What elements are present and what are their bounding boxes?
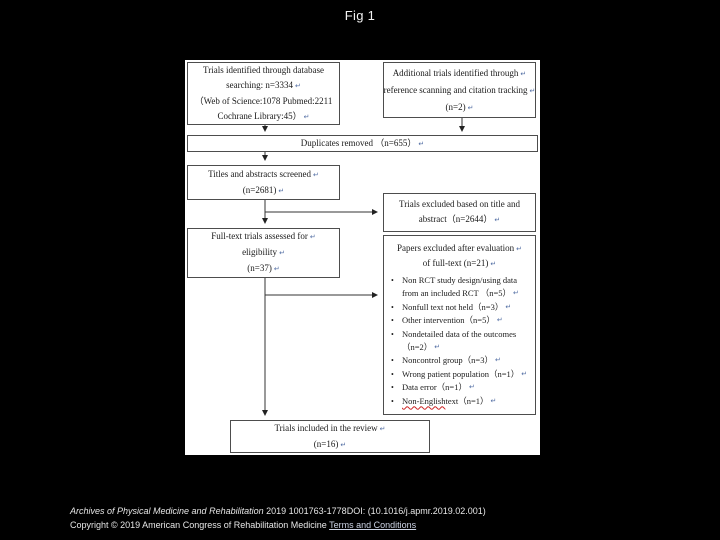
box-line: (n=16)↵: [313, 438, 347, 449]
copyright-line: Copyright © 2019 American Congress of Re…: [70, 520, 416, 530]
list-item-non-english: •Non-English text（n=1）↵: [384, 395, 535, 408]
box-line: (n=37)↵: [247, 263, 280, 273]
box-excluded-title-abstract: Trials excluded based on title and abstr…: [383, 193, 536, 232]
box-line: searching: n=3334↵: [226, 79, 301, 90]
list-item: •Noncontrol group（n=3）↵: [384, 354, 535, 367]
figure-title: Fig 1: [344, 8, 376, 23]
return-mark: ↵: [379, 424, 386, 433]
box-line: Cochrane Library:45）↵: [217, 110, 310, 121]
return-mark: ↵: [418, 139, 425, 148]
return-mark: ↵: [513, 289, 519, 298]
return-mark: ↵: [340, 440, 347, 449]
box-line: abstract（n=2644）↵: [418, 214, 501, 224]
exclusion-reason-list: •Non RCT study design/using data from an…: [384, 274, 535, 408]
spellcheck-underline: Non-English: [402, 395, 446, 406]
citation-details: 2019 1001763-1778DOI: (10.1016/j.apmr.20…: [263, 506, 486, 516]
list-item: •Data error（n=1）↵: [384, 381, 535, 394]
list-item: •Wrong patient population（n=1）↵: [384, 368, 535, 381]
list-item: from an included RCT （n=5）↵: [384, 287, 535, 300]
return-mark: ↵: [505, 302, 512, 311]
journal-name: Archives of Physical Medicine and Rehabi…: [70, 506, 264, 516]
return-mark: ↵: [490, 396, 497, 405]
return-mark: ↵: [309, 233, 316, 241]
box-line: Titles and abstracts screened↵: [208, 168, 319, 179]
return-mark: ↵: [294, 81, 301, 90]
box-line: Full-text trials assessed for↵: [211, 231, 316, 241]
box-duplicates-removed: Duplicates removed （n=655）↵: [187, 135, 538, 152]
return-mark: ↵: [467, 103, 474, 112]
box-trials-identified: Trials identified through database searc…: [187, 62, 340, 125]
box-line: (n=2681)↵: [242, 184, 285, 195]
box-fulltext-assessed: Full-text trials assessed for↵ eligibili…: [187, 228, 340, 278]
return-mark: ↵: [273, 265, 280, 273]
return-mark: ↵: [520, 69, 527, 78]
box-line: Trials excluded based on title and: [399, 199, 520, 209]
box-line: Trials included in the review↵: [274, 422, 386, 433]
box-trials-included: Trials included in the review↵ (n=16)↵: [230, 420, 430, 453]
box-line: （Web of Science:1078 Pubmed:2211: [194, 95, 333, 106]
return-mark: ↵: [303, 112, 310, 121]
return-mark: ↵: [490, 260, 497, 268]
box-titles-abstracts-screened: Titles and abstracts screened↵ (n=2681)↵: [187, 165, 340, 200]
box-line: (n=2)↵: [445, 101, 474, 112]
list-item: •Nonfull text not held（n=3）↵: [384, 301, 535, 314]
list-item: •Non RCT study design/using data: [391, 275, 518, 285]
box-additional-trials: Additional trials identified through↵ re…: [383, 62, 536, 118]
return-mark: ↵: [279, 249, 285, 257]
terms-and-conditions-link[interactable]: Terms and Conditions: [329, 520, 417, 530]
return-mark: ↵: [529, 86, 536, 95]
citation-line: Archives of Physical Medicine and Rehabi…: [70, 506, 486, 516]
return-mark: ↵: [313, 170, 319, 179]
return-mark: ↵: [494, 216, 501, 224]
return-mark: ↵: [516, 245, 523, 253]
box-line: of full-text (n=21)↵: [422, 258, 497, 268]
box-line: Papers excluded after evaluation↵: [396, 243, 523, 253]
return-mark: ↵: [278, 186, 285, 195]
flow-diagram-panel: Trials identified through database searc…: [185, 60, 540, 455]
box-line: eligibility↵: [242, 247, 285, 257]
box-line: reference scanning and citation tracking…: [383, 84, 536, 95]
box-line: Trials identified through database: [203, 64, 324, 75]
list-item: •Other intervention（n=5）↵: [384, 314, 535, 327]
return-mark: ↵: [468, 383, 475, 392]
box-papers-excluded: Papers excluded after evaluation↵ of ful…: [383, 235, 536, 415]
box-line: Duplicates removed （n=655）↵: [300, 137, 425, 148]
flow-arrows: [262, 118, 465, 416]
copyright-text: Copyright © 2019 American Congress of Re…: [70, 520, 330, 530]
return-mark: ↵: [434, 343, 441, 352]
return-mark: ↵: [496, 316, 503, 325]
return-mark: ↵: [494, 356, 501, 365]
return-mark: ↵: [521, 369, 528, 378]
list-item: •Nondetailed data of the outcomes: [391, 328, 517, 339]
list-item: （n=2）↵: [384, 341, 535, 354]
box-line: Additional trials identified through↵: [392, 67, 527, 78]
